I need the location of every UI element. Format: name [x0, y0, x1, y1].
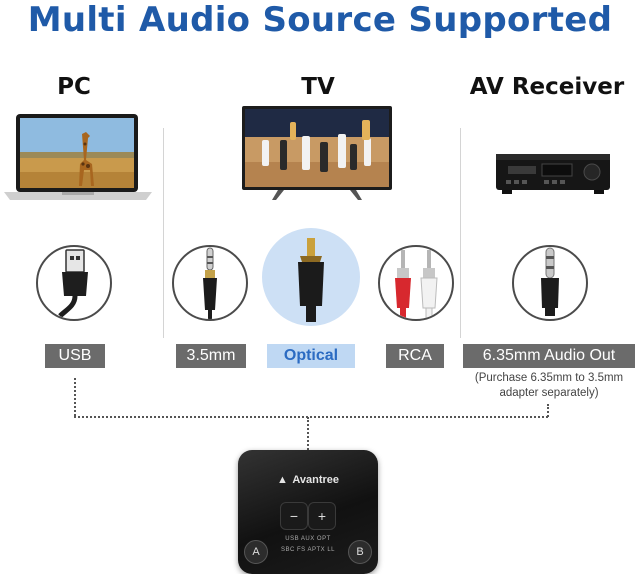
- port-label-6-35mm: 6.35mm Audio Out: [463, 344, 635, 368]
- avantree-transmitter-device: ▲ Avantree − + USB AUX OPT SBC FS APTX L…: [238, 450, 378, 574]
- usb-connector-circle: [36, 245, 112, 321]
- jack-6-35mm-connector-circle: [512, 245, 588, 321]
- connector-line: [547, 404, 549, 417]
- tv-image: [242, 106, 392, 200]
- optical-connector-circle: [262, 228, 360, 326]
- heading-pc: PC: [57, 74, 91, 100]
- rca-connector-circle: [378, 245, 454, 321]
- adapter-note-line2: adapter separately): [499, 387, 599, 399]
- connector-line: [74, 378, 76, 416]
- device-input-indicators: USB AUX OPT: [285, 536, 331, 542]
- heading-av-receiver: AV Receiver: [469, 74, 625, 100]
- divider: [163, 128, 164, 338]
- aux-connector-circle: [172, 245, 248, 321]
- port-label-rca: RCA: [386, 344, 444, 368]
- avantree-logo-icon: ▲: [276, 474, 288, 486]
- port-label-optical: Optical: [267, 344, 355, 368]
- usb-plug-icon: [58, 249, 88, 318]
- adapter-note-line1: (Purchase 6.35mm to 3.5mm: [474, 372, 624, 384]
- connector-line: [74, 416, 548, 418]
- connector-line: [307, 417, 309, 450]
- device-brand: Avantree: [292, 474, 339, 486]
- volume-down-button[interactable]: −: [280, 502, 308, 530]
- jack-plug-icon: [541, 247, 559, 316]
- aux-plug-icon: [203, 247, 217, 319]
- heading-tv: TV: [301, 74, 335, 100]
- rca-plug-icon: [395, 250, 438, 319]
- pair-a-button[interactable]: A: [244, 540, 268, 564]
- optical-plug-icon: [298, 238, 324, 322]
- port-label-usb: USB: [45, 344, 105, 368]
- device-codec-indicators: SBC FS APTX LL: [280, 547, 336, 553]
- page-title: Multi Audio Source Supported: [27, 0, 613, 40]
- laptop-image: [4, 114, 152, 200]
- divider: [460, 128, 461, 338]
- volume-up-button[interactable]: +: [308, 502, 336, 530]
- pair-b-button[interactable]: B: [348, 540, 372, 564]
- port-label-3-5mm: 3.5mm: [176, 344, 246, 368]
- av-receiver-image: [496, 154, 610, 194]
